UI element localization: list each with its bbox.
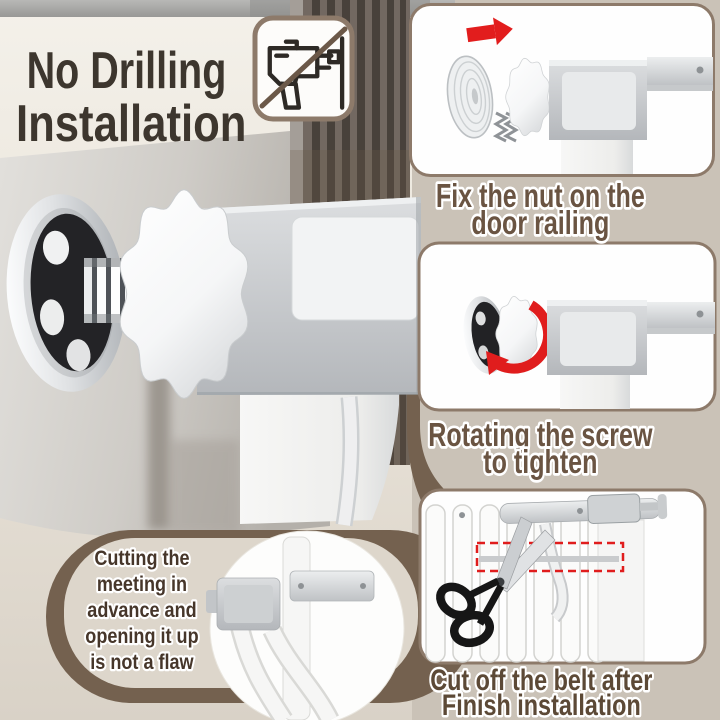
svg-text:door railing: door railing bbox=[471, 205, 609, 242]
svg-text:No Drilling: No Drilling bbox=[27, 41, 227, 100]
svg-text:to tighten: to tighten bbox=[483, 444, 597, 481]
svg-text:Cutting the: Cutting the bbox=[94, 547, 189, 571]
svg-text:Rotating the screw: Rotating the screw bbox=[428, 417, 652, 454]
svg-text:advance and: advance and bbox=[87, 599, 196, 623]
svg-text:opening it up: opening it up bbox=[85, 625, 198, 649]
svg-text:Fix the nut on the: Fix the nut on the bbox=[436, 178, 645, 215]
svg-text:is not a flaw: is not a flaw bbox=[90, 651, 194, 675]
svg-text:Cut off the belt after: Cut off the belt after bbox=[430, 663, 653, 696]
svg-text:Finish installation: Finish installation bbox=[442, 688, 641, 720]
svg-text:Installation: Installation bbox=[16, 96, 247, 153]
svg-text:meeting in: meeting in bbox=[97, 573, 187, 597]
